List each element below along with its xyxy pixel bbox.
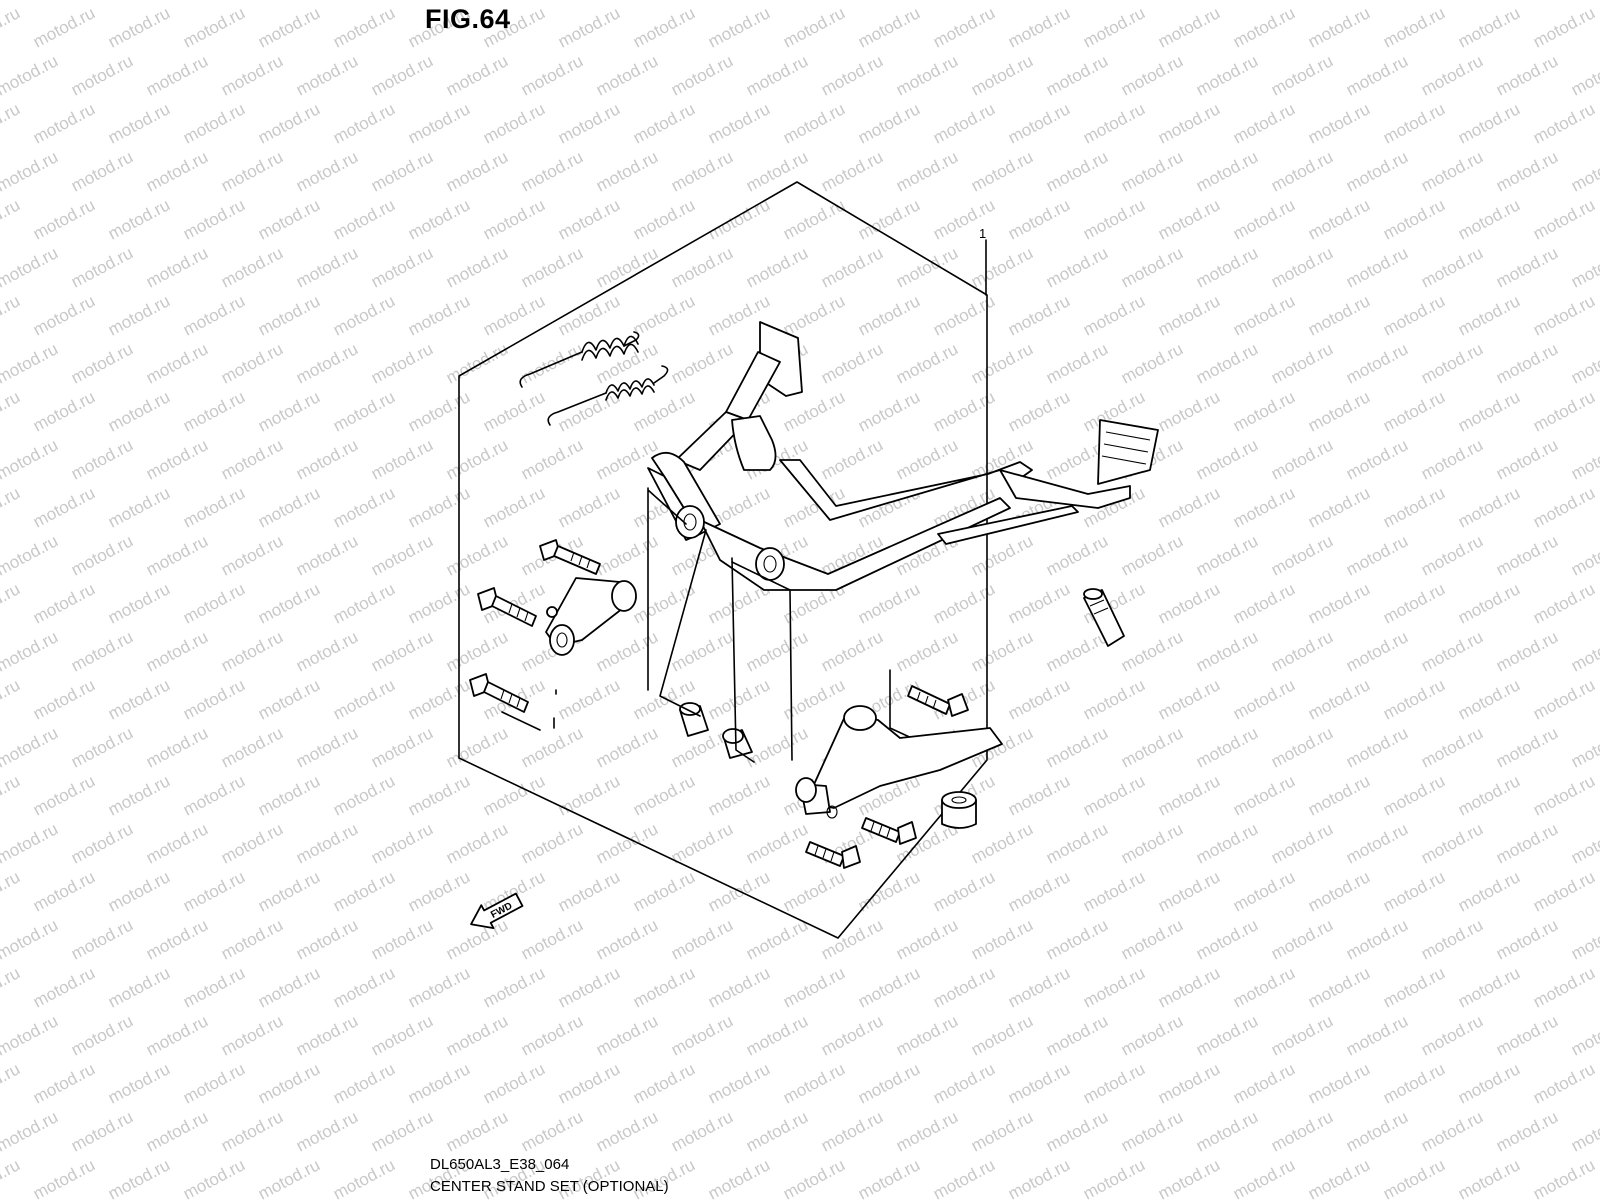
assembly-alignment-lines — [501, 487, 917, 809]
drawing-code: DL650AL3_E38_064 — [430, 1156, 570, 1173]
right-mounting-bracket — [795, 705, 1003, 819]
return-spring-lower — [547, 365, 669, 426]
bolt-upper-left — [539, 539, 601, 575]
bolt-middle-left — [477, 587, 537, 627]
center-stand-frame — [647, 321, 1159, 591]
callout-1: 1 — [979, 226, 987, 241]
forward-arrow-icon: FWD — [470, 892, 524, 930]
rubber-stopper — [941, 791, 977, 829]
figure-title: FIG.64 — [425, 4, 511, 34]
kit-box-outline — [458, 181, 988, 939]
left-mounting-bracket — [545, 577, 637, 656]
bolt-lower-right-2 — [805, 841, 861, 869]
collar-right — [722, 728, 753, 759]
figure-caption: CENTER STAND SET (OPTIONAL) — [430, 1178, 669, 1195]
collar-left — [679, 702, 709, 737]
bolt-lower-right-1 — [861, 817, 917, 845]
bolt-lower-left — [469, 673, 529, 713]
bolt-upper-right — [907, 685, 969, 717]
pin — [1083, 588, 1125, 647]
return-spring-upper — [519, 331, 640, 388]
